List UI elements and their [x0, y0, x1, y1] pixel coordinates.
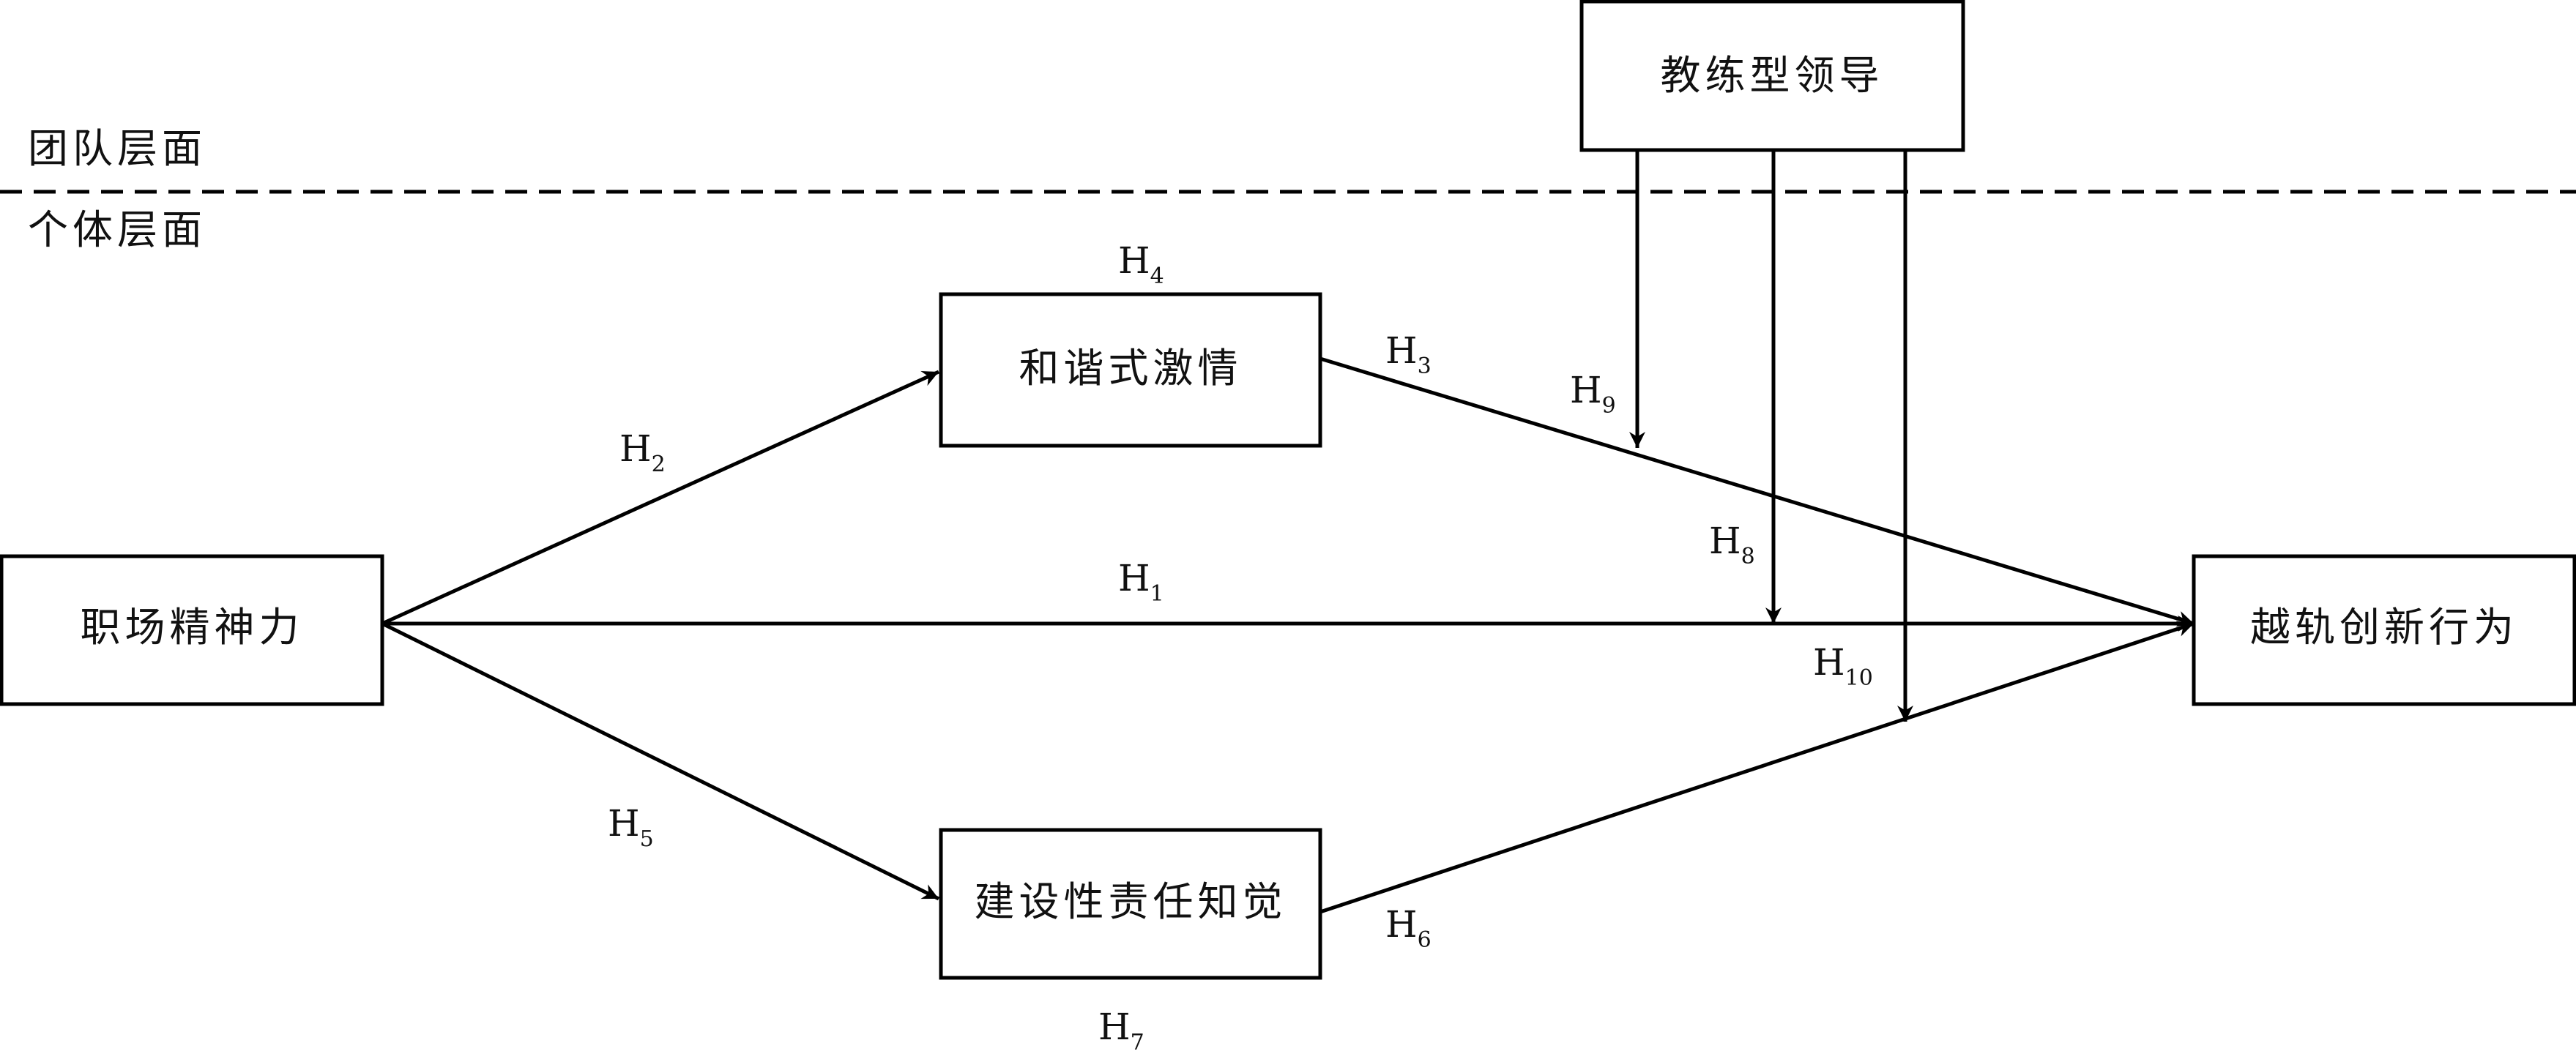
node-workplace-spirituality: 职场精神力	[0, 554, 384, 706]
edge-responsibility-to-innovation	[1319, 621, 2195, 914]
node-coaching-leadership: 教练型领导	[1579, 0, 1965, 152]
hypothesis-h6-label: H6	[1385, 903, 1432, 953]
hypothesis-h7-label: H7	[1098, 1006, 1144, 1051]
hypothesis-h5-label: H5	[608, 802, 654, 852]
individual-level-label: 个体层面	[28, 206, 206, 253]
node-responsibility-label: 建设性责任知觉	[974, 878, 1287, 925]
hypothesis-h1-label: H1	[1118, 557, 1164, 607]
node-spirituality-label: 职场精神力	[80, 604, 303, 651]
node-passion-label: 和谐式激情	[1019, 345, 1242, 392]
hypothesis-h2-label: H2	[619, 427, 666, 477]
hypothesis-h4-label: H4	[1118, 239, 1164, 289]
edge-passion-to-innovation	[1319, 356, 2195, 627]
hypothesis-h3-label: H3	[1385, 329, 1432, 379]
node-constructive-responsibility: 建设性责任知觉	[939, 828, 1322, 980]
hypothesis-h8-label: H8	[1709, 520, 1755, 569]
hypothesis-h9-label: H9	[1570, 369, 1616, 419]
node-harmonious-passion: 和谐式激情	[939, 292, 1322, 448]
edge-spirituality-to-responsibility	[381, 621, 940, 901]
node-innovation-label: 越轨创新行为	[2250, 604, 2518, 651]
hypothesis-h10-label: H10	[1813, 641, 1873, 691]
edge-spirituality-to-passion	[381, 370, 940, 626]
team-level-label: 团队层面	[28, 125, 206, 172]
node-deviant-innovation: 越轨创新行为	[2192, 554, 2576, 706]
node-coaching-label: 教练型领导	[1660, 52, 1883, 99]
